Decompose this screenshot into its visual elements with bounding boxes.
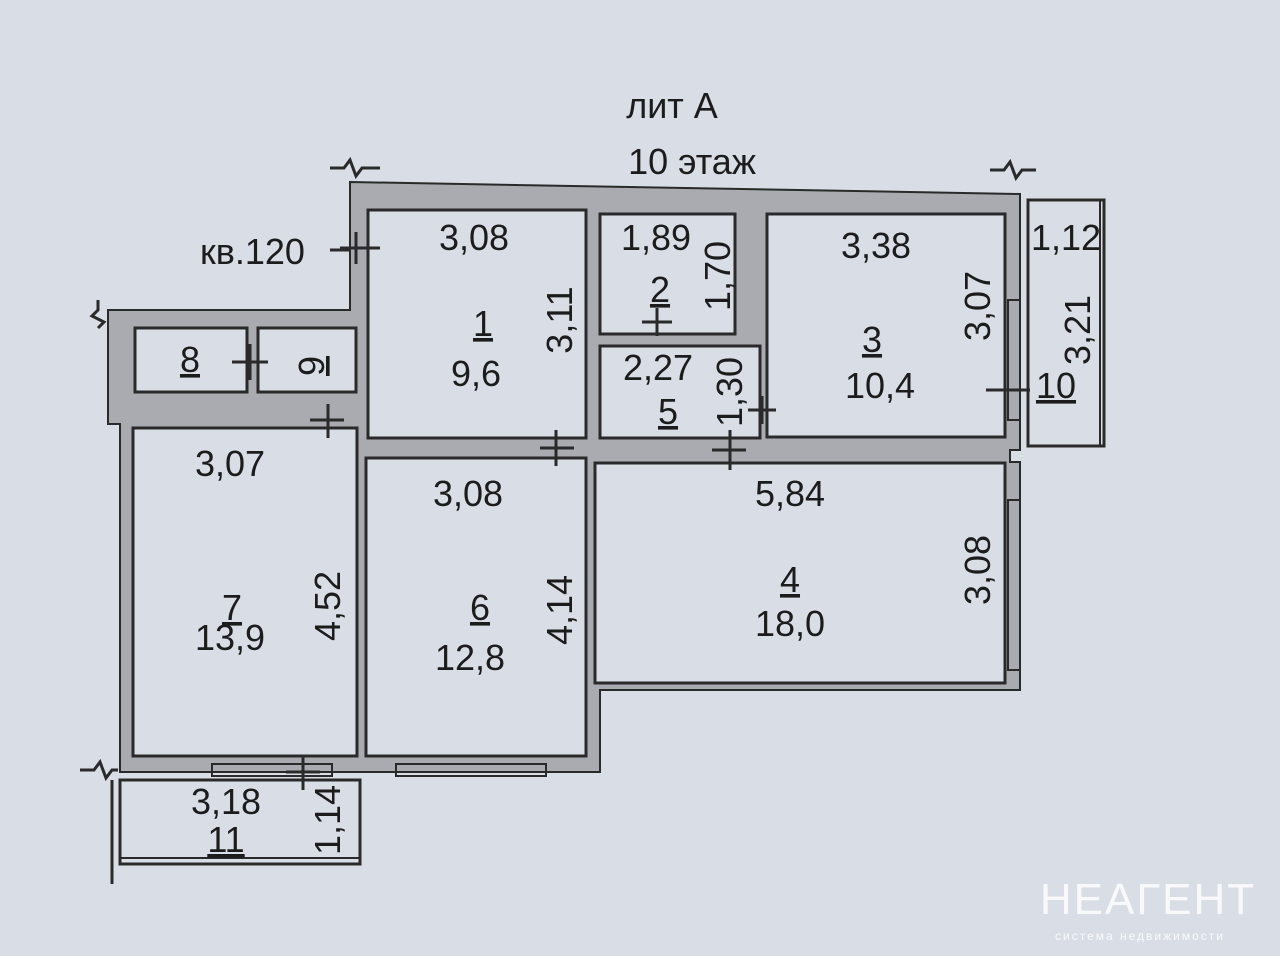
room-6-area: 12,8 [435,637,505,678]
room-7-area: 13,9 [195,617,265,658]
room-5-width: 2,27 [623,347,693,388]
doors [232,232,1030,790]
room-11-number: 11 [207,819,244,860]
room-6 [364,456,588,758]
window-room-6 [395,763,547,777]
window-room-7 [211,763,333,777]
room-3-number: 3 [862,319,882,360]
room-6-length: 4,14 [539,575,580,645]
room-9 [256,326,358,394]
room-2 [598,212,737,336]
room-7-length: 4,52 [307,571,348,641]
room-7 [131,426,359,758]
watermark: НЕАГЕНТ система недвижимости [1040,875,1256,943]
window-room-4 [1007,499,1021,671]
room-4-width: 5,84 [755,473,825,514]
floor-label: 10 этаж [628,141,756,182]
balcony-10 [1026,198,1106,448]
room-3-length: 3,07 [957,271,998,341]
balcony-11 [118,778,362,866]
apartment-label: кв.120 [200,231,305,272]
room-8-number: 8 [180,339,200,380]
room-7-number: 7 [222,587,242,628]
window-room-3 [1007,299,1021,421]
room-4-number: 4 [780,559,800,600]
room-2-width: 1,89 [621,217,691,258]
room-4 [593,461,1007,685]
windows [211,299,1021,777]
room-6-width: 3,08 [433,473,503,514]
room-9-number: 9 [291,356,332,376]
room-7-width: 3,07 [195,443,265,484]
room-10-number: 10 [1036,365,1076,406]
room-6-number: 6 [470,587,490,628]
room-1-length: 3,11 [539,286,580,353]
building-label: лит А [626,85,718,126]
room-1-number: 1 [473,303,493,344]
room-1 [366,208,588,440]
room-2-number: 2 [650,269,670,310]
watermark-title: НЕАГЕНТ [1040,875,1256,924]
room-4-area: 18,0 [755,603,825,644]
room-11-length: 1,14 [307,785,348,855]
room-5-length: 1,30 [709,357,750,427]
room-1-width: 3,08 [439,217,509,258]
room-2-length: 1,70 [697,241,738,311]
room-10-length: 3,21 [1057,295,1098,365]
room-1-area: 9,6 [451,353,501,394]
watermark-subtitle: система недвижимости [1055,929,1225,943]
room-3-area: 10,4 [845,365,915,406]
room-11-width: 3,18 [191,781,261,822]
room-5-number: 5 [658,391,678,432]
balconies [118,198,1106,866]
room-3 [765,212,1007,439]
rooms [131,208,1007,758]
break-marks [80,156,1036,884]
room-4-length: 3,08 [957,535,998,605]
room-3-width: 3,38 [841,225,911,266]
room-8 [133,326,249,394]
room-5 [598,344,762,440]
room-10-width: 1,12 [1031,217,1101,258]
